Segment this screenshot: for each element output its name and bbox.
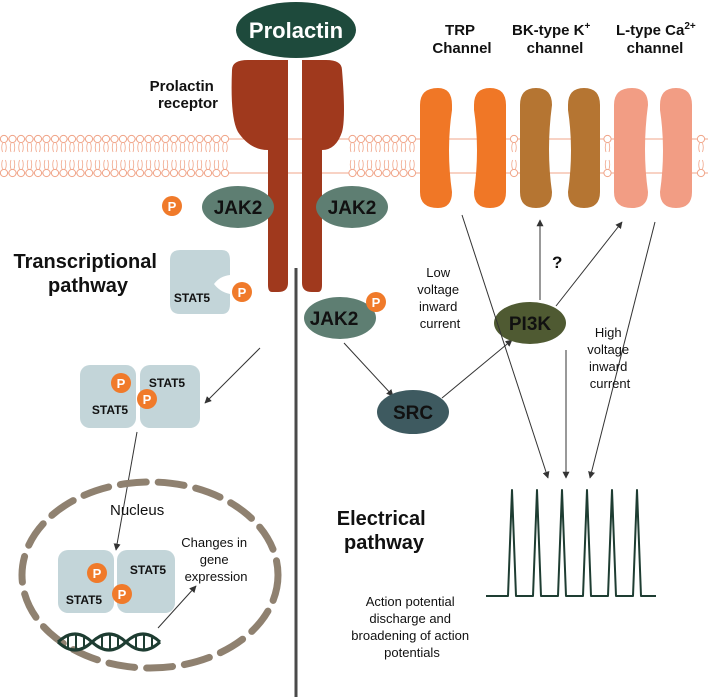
phospho-1: P xyxy=(162,196,182,216)
svg-text:SRC: SRC xyxy=(393,403,433,424)
stat5-dimer: P P STAT5 STAT5 xyxy=(80,365,200,428)
arrow-dimer-nucleus xyxy=(113,431,138,551)
pi3k-kinase: PI3K xyxy=(494,302,566,344)
nucleus-envelope xyxy=(18,478,282,672)
trp-channel xyxy=(420,88,506,208)
svg-text:JAK2: JAK2 xyxy=(214,198,263,219)
arrow-src-pi3k xyxy=(441,339,513,399)
arrow-ltype-trace xyxy=(588,221,656,479)
trp-channel-label: TRP Channel xyxy=(432,22,491,57)
svg-text:PI3K: PI3K xyxy=(509,314,552,335)
action-potential-trace xyxy=(486,489,656,597)
phospho-2: P xyxy=(232,282,252,302)
svg-text:STAT5: STAT5 xyxy=(66,593,103,607)
stat5-monomer: STAT5 xyxy=(170,250,230,314)
svg-text:P: P xyxy=(372,295,381,310)
arrow-pi3k-ltype xyxy=(555,221,623,307)
svg-text:P: P xyxy=(117,376,126,391)
svg-text:STAT5: STAT5 xyxy=(92,403,129,417)
svg-text:JAK2: JAK2 xyxy=(328,198,377,219)
jak2-phosphorylated: JAK2 P xyxy=(304,292,386,339)
prolactin-label: Prolactin xyxy=(249,18,343,43)
cell-membrane xyxy=(0,134,708,178)
svg-text:JAK2: JAK2 xyxy=(310,309,359,330)
ltype-channel-label-line1: L-type Ca2+ xyxy=(616,21,696,39)
ltype-channel-label-line2: channel xyxy=(627,40,684,57)
bk-channel-label-line2: channel xyxy=(527,40,584,57)
question-mark: ? xyxy=(552,253,562,272)
svg-text:P: P xyxy=(93,566,102,581)
svg-text:P: P xyxy=(143,392,152,407)
prolactin-receptor xyxy=(231,60,344,292)
high-voltage-label: High voltage inward current xyxy=(587,325,633,391)
svg-text:P: P xyxy=(168,199,177,214)
svg-text:P: P xyxy=(238,285,247,300)
stat5-dimer-nucleus: P P STAT5 STAT5 xyxy=(58,550,175,613)
svg-text:STAT5: STAT5 xyxy=(174,291,211,305)
svg-text:STAT5: STAT5 xyxy=(149,376,186,390)
gene-expression-label: Changes in gene expression xyxy=(181,535,250,584)
arrow-gene-expression xyxy=(157,585,197,629)
svg-text:P: P xyxy=(118,587,127,602)
bk-channel-label-line1: BK-type K+ xyxy=(512,21,591,39)
dna-helix xyxy=(56,632,162,652)
action-potential-label: Action potential discharge and broadenin… xyxy=(351,594,472,660)
receptor-label: Prolactin receptor xyxy=(150,78,219,112)
arrow-trp-trace xyxy=(461,214,550,479)
jak2-left: JAK2 xyxy=(202,186,274,228)
ltype-channel xyxy=(614,88,692,208)
svg-text:STAT5: STAT5 xyxy=(130,563,167,577)
electrical-pathway-title: Electrical pathway xyxy=(337,508,432,554)
src-kinase: SRC xyxy=(377,390,449,434)
arrow-stat5-dimer xyxy=(204,347,261,404)
bk-channel xyxy=(520,88,600,208)
transcriptional-pathway-title: Transcriptional pathway xyxy=(14,251,163,297)
nucleus-label: Nucleus xyxy=(110,502,164,519)
prolactin-hormone: Prolactin xyxy=(236,2,356,58)
jak2-right: JAK2 xyxy=(316,186,388,228)
low-voltage-label: Low voltage inward current xyxy=(417,265,463,331)
arrow-jak2-src xyxy=(343,342,394,397)
